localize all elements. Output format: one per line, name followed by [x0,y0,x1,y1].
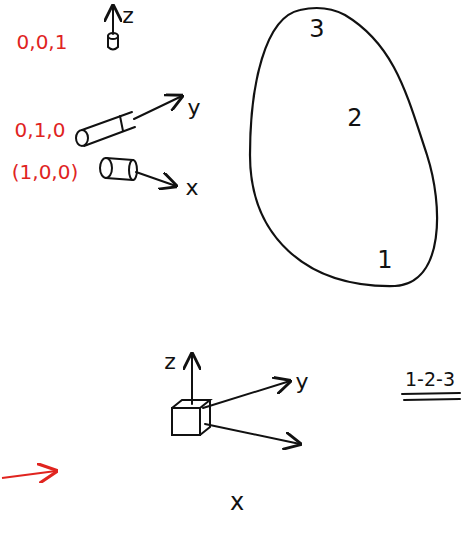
rotation-order: 1-2-3 [405,370,455,389]
y-cylinder [76,96,182,146]
rotation-oval: 3 2 1 [245,5,450,290]
axis-name: x [185,177,198,199]
axis-name: z [164,351,176,373]
order-number: 3 [309,17,324,41]
cube-frame [172,354,300,444]
oval-outline [245,5,450,290]
axis-name: z [122,5,134,27]
axis-name: x [230,490,244,514]
order-number: 2 [347,106,362,130]
axis-vector: (1,0,0) [12,162,79,182]
double-underline [402,393,460,400]
order-number: 1 [377,248,392,272]
axis-name: y [187,97,200,119]
axis-vector: 0,0,1 [17,32,68,52]
axis-name: y [295,371,308,393]
pointer-arrow [2,471,56,478]
z-cylinder [108,6,118,50]
x-cylinder [100,158,176,186]
axis-vector: 0,1,0 [15,120,66,140]
